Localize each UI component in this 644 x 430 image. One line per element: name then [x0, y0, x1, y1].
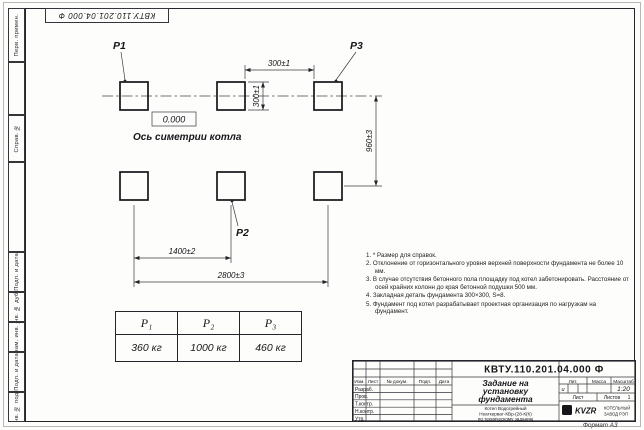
note-item: 1. * Размер для справок.: [366, 252, 437, 259]
foundation-plan: Р1 Р3 Р2 300±1 300±1 960±3 1400±2 2800±3: [102, 40, 382, 287]
note-item: 4. Закладная деталь фундамента 300×300, …: [366, 292, 506, 300]
col-header-izm: Изм.: [354, 379, 364, 385]
frame-label: Взам. инв. №: [13, 322, 20, 352]
load-table-header-row: Р₁ Р₂ Р₃: [115, 311, 302, 335]
leader-dot: [230, 199, 234, 203]
frame-label: Подп. и дата: [13, 353, 20, 391]
frame-cell-empty-1: [8, 62, 25, 115]
frame-cell-podp-data-2: Подп. и дата: [8, 352, 25, 392]
massa-label: Масса: [592, 379, 607, 385]
svg-text:300±1: 300±1: [252, 85, 261, 107]
note-item: 3. В случае отсутствия бетонного пола пл…: [366, 276, 629, 291]
scale-value: 1:20: [617, 386, 630, 393]
notes-block: 1. * Размер для справок. 2. Отклонение о…: [366, 252, 630, 317]
load-table-value-row: 360 кг 1000 кг 460 кг: [115, 334, 302, 362]
product-line: Неаткерват-КВр-(28-К(К): [479, 411, 532, 416]
load-table-value-cell: 460 кг: [239, 334, 302, 362]
note-item: 5. Фундамент под котел разрабатывает про…: [366, 300, 597, 316]
row-label-razrab: Разраб.: [355, 387, 373, 393]
kvzr-logo-glyph: К: [565, 408, 570, 415]
leader-dot: [334, 79, 338, 83]
product-line: Котел Водогрейный: [484, 405, 526, 411]
level-mark: 0.000: [151, 111, 197, 127]
row-label-nkontr: Н.контр.: [355, 409, 374, 415]
load-table-header-cell: Р₃: [239, 311, 302, 335]
outer-border: [3, 2, 641, 427]
title-line: Задание на: [482, 378, 529, 388]
lit-value: и: [561, 387, 564, 393]
sheets-label: Листов: [604, 395, 621, 401]
frame-cell-empty-2: [8, 162, 25, 252]
foundation-pad: [216, 81, 246, 111]
dimension-300-horizontal: 300±1: [244, 59, 315, 79]
load-table-header-cell: Р₁: [115, 311, 178, 335]
masshtab-label: Масштаб: [613, 379, 634, 385]
svg-text:1400±2: 1400±2: [169, 247, 196, 256]
foundation-pad: [313, 81, 343, 111]
leader-line-p2: [231, 201, 239, 227]
col-header-podp: Подп.: [419, 379, 432, 385]
frame-label: Инв. № дубл.: [13, 292, 20, 322]
dimension-960-vertical: 960±3: [344, 96, 382, 187]
title-block-border: [352, 360, 636, 422]
frame-cell-sprav-no: Справ. №: [8, 115, 25, 162]
row-label-prov: Пров.: [355, 394, 368, 400]
logo-text: KVZR: [575, 407, 597, 416]
title-line: установку: [482, 386, 529, 396]
sheet-label: Лист: [573, 395, 585, 401]
foundation-pad: [119, 171, 149, 201]
col-header-list: Лист: [368, 379, 379, 385]
pad-label-p3: Р3: [350, 40, 363, 52]
col-header-data: Дата: [439, 379, 450, 385]
note-item: 2. Отклонение от горизонтального уровня …: [366, 260, 624, 275]
frame-label: Справ. №: [13, 124, 20, 153]
company-name-line: ЗАВОД РЭП: [604, 412, 628, 417]
pad-label-p2: Р2: [236, 227, 249, 239]
col-header-doc: № докум.: [386, 379, 407, 385]
row-label-utv: Утв.: [355, 416, 365, 422]
format-label: Формат А3: [583, 422, 618, 429]
frame-label: Подп. и дата: [13, 253, 20, 291]
row-label-tkontr: Т.контр.: [355, 402, 373, 408]
frame-cell-vzam-inv: Взам. инв. №: [8, 322, 25, 352]
title-doc-number: КВТУ.110.201.04.000 Ф: [484, 365, 604, 376]
load-table: Р₁ Р₂ Р₃ 360 кг 1000 кг 460 кг: [115, 311, 302, 362]
stamp-doc-number: КВТУ.110.201.04.000 Ф: [58, 11, 156, 20]
frame-label: Инв. № подл.: [13, 392, 20, 422]
leader-line-p3: [335, 51, 357, 81]
svg-text:0.000: 0.000: [163, 115, 186, 125]
svg-text:2800±3: 2800±3: [217, 271, 245, 280]
frame-cell-inv-podl: Инв. № подл.: [8, 392, 25, 422]
product-line: по техническому заданию: [478, 417, 534, 422]
foundation-pads: [119, 81, 343, 201]
dimension-2800-horizontal: 2800±3: [134, 271, 328, 285]
svg-text:300±1: 300±1: [268, 59, 290, 68]
frame-label: Перв. примен.: [13, 13, 20, 57]
leader-dot: [123, 79, 127, 83]
kvzr-logo-icon: [562, 405, 572, 415]
dimension-300-vertical: 300±1: [248, 81, 269, 111]
axis-label: Ось симетрии котла: [133, 132, 242, 143]
sheets-value: 1: [628, 395, 631, 401]
frame-cell-podp-data-1: Подп. и дата: [8, 252, 25, 292]
title-block-grid: [353, 361, 636, 421]
foundation-pad: [313, 171, 343, 201]
company-name-line: КОТЕЛЬНЫЙ: [604, 406, 630, 411]
pad-label-p1: Р1: [113, 40, 126, 52]
frame-stamp: КВТУ.110.201.04.000 Ф: [45, 8, 169, 23]
lit-label: Лит.: [569, 379, 578, 385]
drawing-frame: [25, 8, 635, 422]
svg-text:960±3: 960±3: [365, 129, 374, 152]
load-table-value-cell: 360 кг: [115, 334, 178, 362]
title-block: КВТУ.110.201.04.000 Ф Изм. Лист № докум.…: [352, 360, 636, 422]
foundation-pad: [216, 171, 246, 201]
frame-cell-inv-dubl: Инв. № дубл.: [8, 292, 25, 322]
load-table-header-cell: Р₂: [177, 311, 240, 335]
foundation-pad: [119, 81, 149, 111]
dimension-1400-horizontal: 1400±2: [133, 205, 329, 287]
leader-line-p1: [120, 51, 126, 81]
load-table-value-cell: 1000 кг: [177, 334, 240, 362]
title-line: фундамента: [478, 394, 533, 404]
frame-cell-perv-primen: Перв. примен.: [8, 8, 25, 62]
